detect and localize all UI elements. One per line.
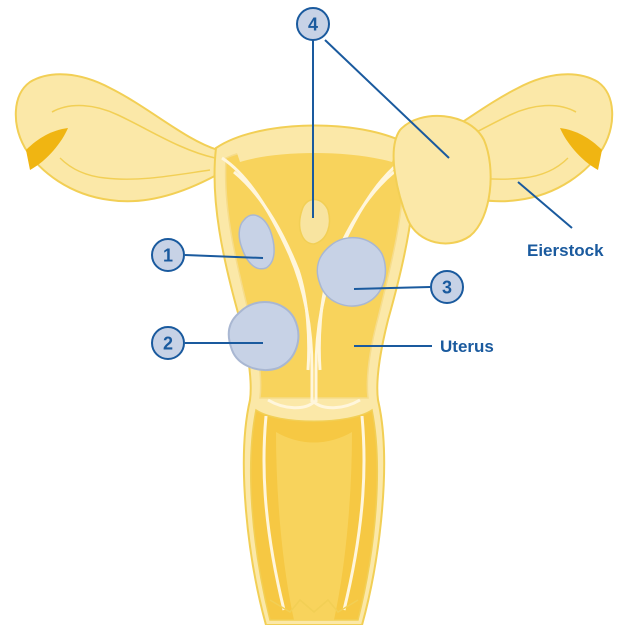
myoma-3 (317, 238, 385, 306)
myoma-2 (229, 302, 299, 370)
fallopian-tube-left (16, 74, 222, 201)
marker-4-number: 4 (308, 15, 318, 35)
marker-1-number: 1 (163, 246, 173, 266)
marker-3: 3 (431, 271, 463, 303)
marker-2: 2 (152, 327, 184, 359)
marker-1: 1 (152, 239, 184, 271)
marker-2-number: 2 (163, 334, 173, 354)
marker-3-number: 3 (442, 278, 452, 298)
myoma-4 (300, 200, 330, 245)
marker-4: 4 (297, 8, 329, 40)
label-uterus: Uterus (440, 337, 494, 356)
label-eierstock: Eierstock (527, 241, 604, 260)
